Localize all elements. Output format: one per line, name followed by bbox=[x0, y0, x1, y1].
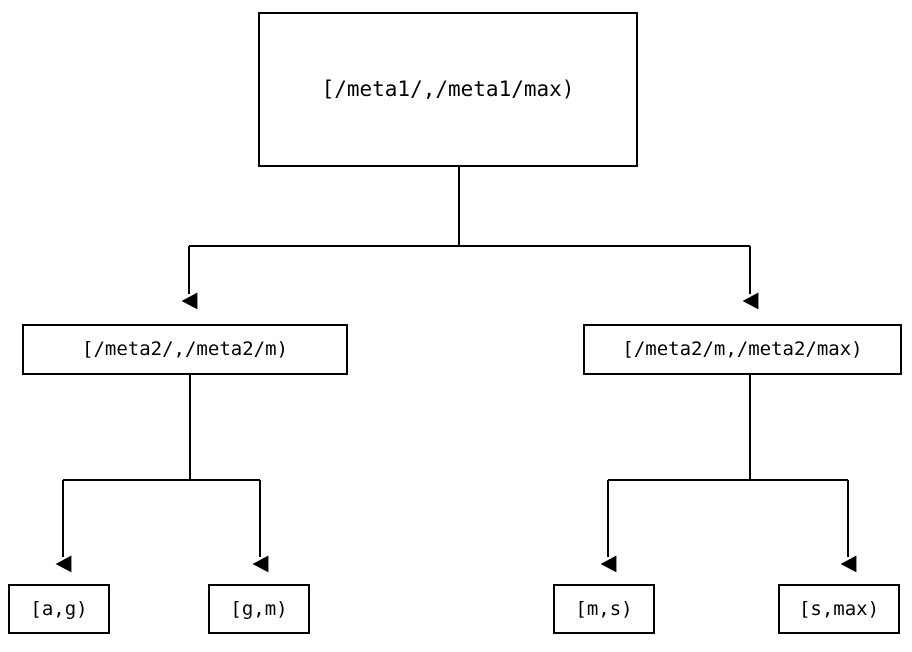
tree-node-leaf-gm-label: [g,m) bbox=[230, 597, 288, 620]
tree-node-mid-left-label: [/meta2/,/meta2/m) bbox=[82, 338, 288, 360]
tree-node-root[interactable]: [/meta1/,/meta1/max) bbox=[258, 12, 638, 167]
tree-node-leaf-smax[interactable]: [s,max) bbox=[778, 584, 900, 634]
tree-node-leaf-ag-label: [a,g) bbox=[30, 597, 88, 620]
tree-node-mid-left[interactable]: [/meta2/,/meta2/m) bbox=[22, 324, 348, 375]
tree-node-leaf-ag[interactable]: [a,g) bbox=[8, 584, 110, 634]
tree-node-root-label: [/meta1/,/meta1/max) bbox=[321, 77, 575, 101]
tree-node-leaf-gm[interactable]: [g,m) bbox=[208, 584, 310, 634]
tree-node-leaf-smax-label: [s,max) bbox=[798, 597, 880, 620]
tree-node-mid-right[interactable]: [/meta2/m,/meta2/max) bbox=[583, 324, 902, 375]
tree-node-leaf-ms-label: [m,s) bbox=[575, 597, 633, 620]
tree-node-mid-right-label: [/meta2/m,/meta2/max) bbox=[622, 338, 863, 360]
tree-node-leaf-ms[interactable]: [m,s) bbox=[553, 584, 655, 634]
